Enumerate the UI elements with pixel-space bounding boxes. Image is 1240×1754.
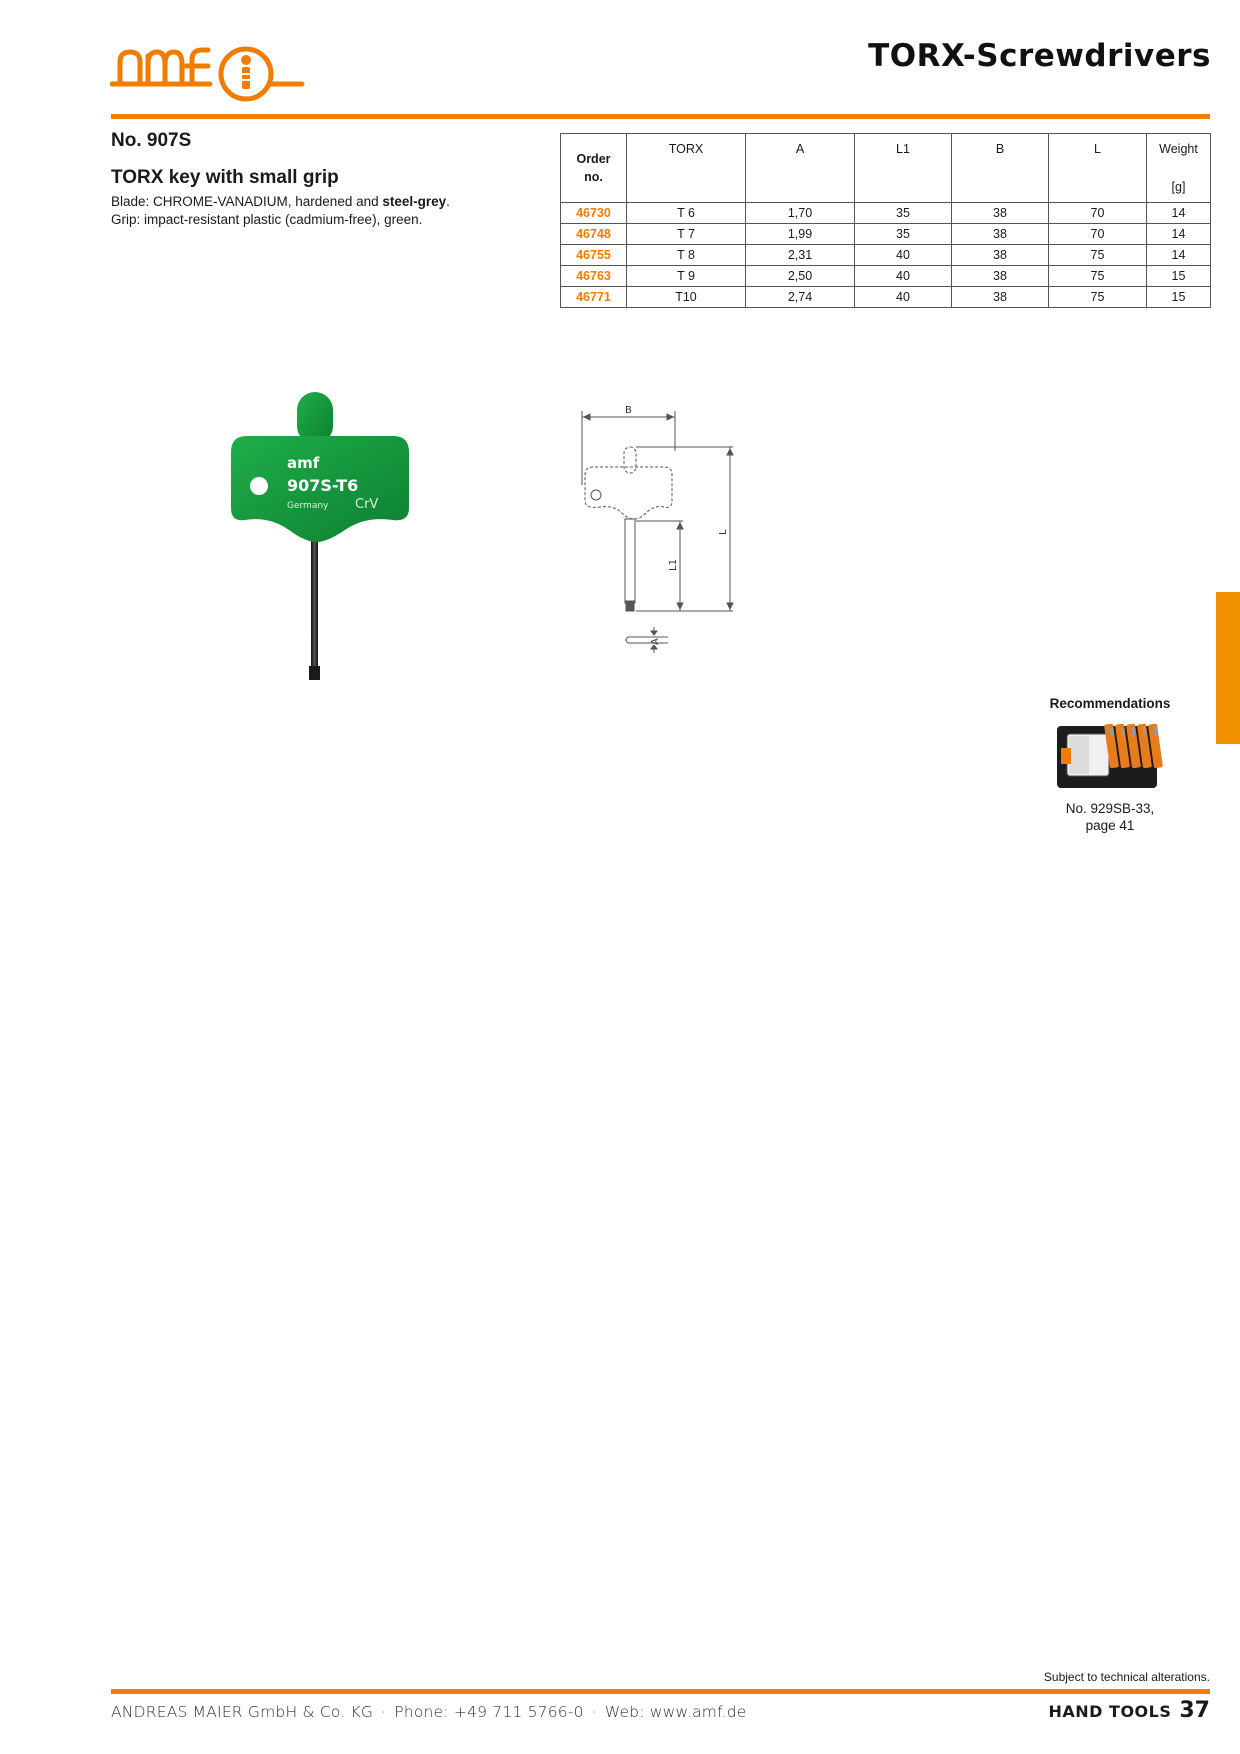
col-b: B bbox=[951, 133, 1049, 203]
cell-l: 75 bbox=[1048, 286, 1147, 308]
table-row: 46730 T 6 1,70 35 38 70 14 bbox=[560, 202, 1211, 224]
cell-weight: 14 bbox=[1146, 223, 1211, 245]
dim-label-l1: L1 bbox=[668, 559, 679, 571]
table-row: 46763 T 9 2,50 40 38 75 15 bbox=[560, 265, 1211, 287]
grip-brand-text: amf bbox=[287, 454, 320, 472]
order-number[interactable]: 46771 bbox=[560, 286, 627, 308]
cell-weight: 15 bbox=[1146, 286, 1211, 308]
table-row: 46755 T 8 2,31 40 38 75 14 bbox=[560, 244, 1211, 266]
product-photo: amf 907S-T6 Germany CrV bbox=[231, 392, 409, 680]
amf-logo: amf bbox=[110, 38, 305, 102]
order-number[interactable]: 46755 bbox=[560, 244, 627, 266]
technical-drawing: B L L1 A bbox=[581, 405, 734, 653]
cell-weight: 14 bbox=[1146, 202, 1211, 224]
cell-l1: 35 bbox=[854, 202, 952, 224]
footer-section: HAND TOOLS 37 bbox=[1049, 1698, 1210, 1723]
cell-l: 70 bbox=[1048, 223, 1147, 245]
table-row: 46748 T 7 1,99 35 38 70 14 bbox=[560, 223, 1211, 245]
cell-torx: T 6 bbox=[626, 202, 746, 224]
footer-rule bbox=[111, 1689, 1210, 1694]
cell-b: 38 bbox=[951, 265, 1049, 287]
col-l1: L1 bbox=[854, 133, 952, 203]
cell-b: 38 bbox=[951, 244, 1049, 266]
cell-torx: T 7 bbox=[626, 223, 746, 245]
grip-material-text: CrV bbox=[355, 497, 378, 512]
cell-a: 2,50 bbox=[745, 265, 855, 287]
section-name: HAND TOOLS bbox=[1048, 1702, 1172, 1721]
cell-l1: 40 bbox=[854, 286, 952, 308]
cell-b: 38 bbox=[951, 286, 1049, 308]
order-number[interactable]: 46763 bbox=[560, 265, 627, 287]
cell-b: 38 bbox=[951, 202, 1049, 224]
cell-l1: 40 bbox=[854, 265, 952, 287]
grip-origin-text: Germany bbox=[287, 501, 329, 511]
recommendations-title: Recommendations bbox=[1049, 696, 1171, 711]
cell-torx: T 8 bbox=[626, 244, 746, 266]
col-a: A bbox=[745, 133, 855, 203]
cell-l: 75 bbox=[1048, 265, 1147, 287]
dim-label-b: B bbox=[625, 405, 632, 416]
footer-web[interactable]: Web: www.amf.de bbox=[604, 1703, 747, 1721]
order-number[interactable]: 46748 bbox=[560, 223, 627, 245]
cell-torx: T 9 bbox=[626, 265, 746, 287]
cell-l: 70 bbox=[1048, 202, 1147, 224]
page-number: 37 bbox=[1179, 1698, 1210, 1723]
footer-contact: ANDREAS MAIER GmbH & Co. KG·Phone: +49 7… bbox=[111, 1703, 747, 1721]
dim-label-a: A bbox=[650, 638, 661, 645]
footer-company: ANDREAS MAIER GmbH & Co. KG bbox=[111, 1703, 374, 1721]
section-side-tab bbox=[1216, 592, 1240, 744]
product-number: No. 907S bbox=[111, 130, 192, 151]
col-weight: Weight[g] bbox=[1146, 133, 1211, 203]
cell-weight: 15 bbox=[1146, 265, 1211, 287]
cell-l1: 40 bbox=[854, 244, 952, 266]
page-title: TORX-Screwdrivers bbox=[868, 38, 1211, 74]
description-line-blade: Blade: CHROME-VANADIUM, hardened and ste… bbox=[111, 194, 450, 209]
alterations-note: Subject to technical alterations. bbox=[1043, 1670, 1210, 1684]
cell-l1: 35 bbox=[854, 223, 952, 245]
recommendation-line-2: page 41 bbox=[1085, 818, 1135, 833]
recommendation-line-1: No. 929SB-33, bbox=[1065, 801, 1155, 816]
col-torx: TORX bbox=[626, 133, 746, 203]
recommendation-reference[interactable]: No. 929SB-33, page 41 bbox=[1030, 800, 1190, 834]
brand-text: amf bbox=[110, 38, 112, 39]
description-line-grip: Grip: impact-resistant plastic (cadmium-… bbox=[111, 212, 423, 227]
footer-phone: Phone: +49 711 5766-0 bbox=[394, 1703, 584, 1721]
table-row: 46771 T10 2,74 40 38 75 15 bbox=[560, 286, 1211, 308]
cell-b: 38 bbox=[951, 223, 1049, 245]
cell-a: 1,70 bbox=[745, 202, 855, 224]
grip-model-text: 907S-T6 bbox=[287, 476, 358, 495]
cell-a: 1,99 bbox=[745, 223, 855, 245]
product-name: TORX key with small grip bbox=[111, 167, 339, 188]
cell-torx: T10 bbox=[626, 286, 746, 308]
cell-a: 2,31 bbox=[745, 244, 855, 266]
recommended-product-image[interactable] bbox=[1055, 720, 1170, 792]
col-l: L bbox=[1048, 133, 1147, 203]
cell-a: 2,74 bbox=[745, 286, 855, 308]
cell-l: 75 bbox=[1048, 244, 1147, 266]
order-number[interactable]: 46730 bbox=[560, 202, 627, 224]
header-rule bbox=[111, 114, 1210, 119]
dim-label-l: L bbox=[718, 529, 729, 535]
cell-weight: 14 bbox=[1146, 244, 1211, 266]
product-description: Blade: CHROME-VANADIUM, hardened and ste… bbox=[111, 193, 450, 229]
